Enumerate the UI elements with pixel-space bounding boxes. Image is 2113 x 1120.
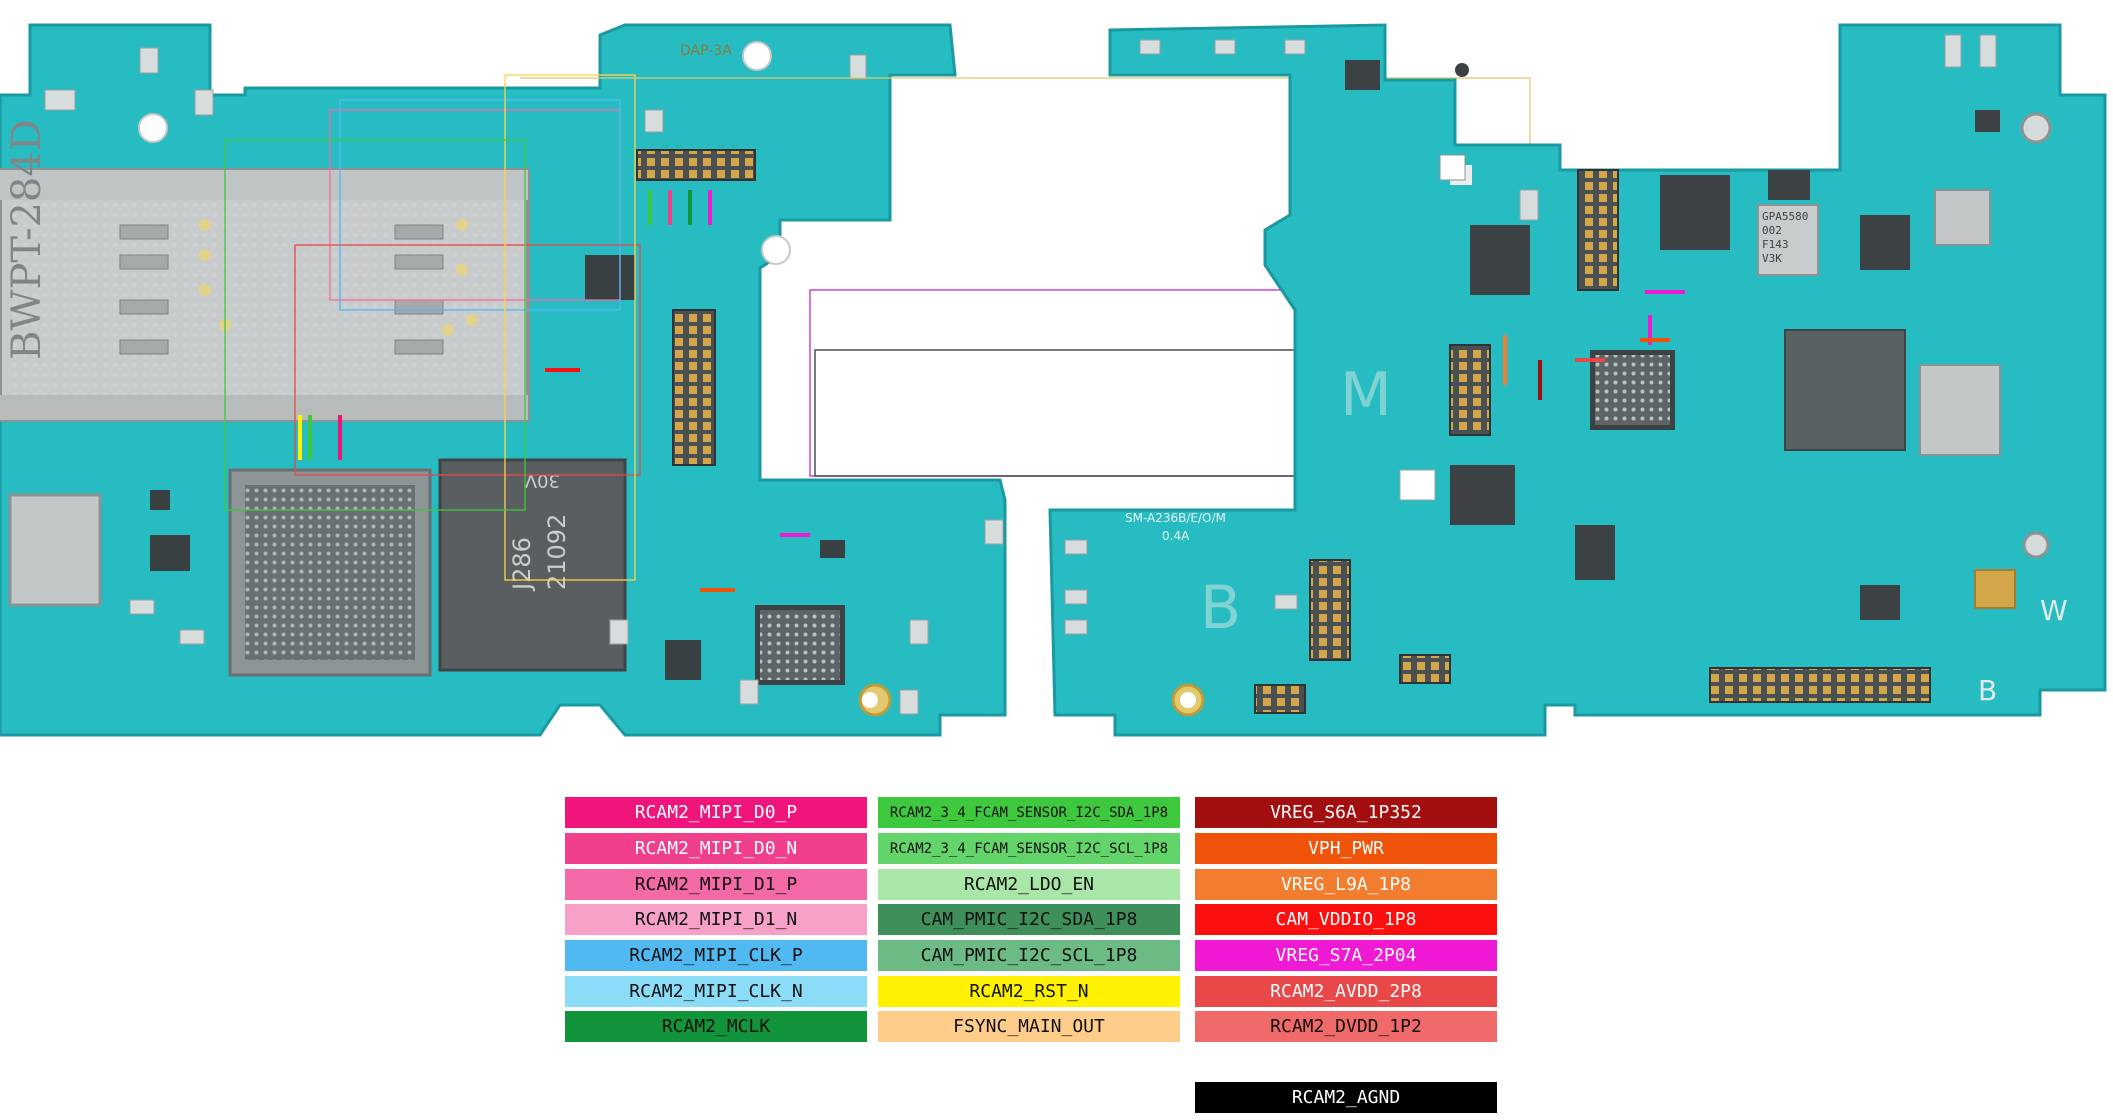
- qr-pad: [1974, 569, 2016, 609]
- board-connector: [1309, 559, 1351, 661]
- memory-chip-label: 21092: [543, 514, 571, 590]
- revision-label: 0.4A: [1162, 529, 1190, 543]
- legend-item: RCAM2_MCLK: [565, 1011, 867, 1042]
- silkscreen-letter: B: [1978, 674, 1997, 707]
- legend-item: CAM_PMIC_I2C_SDA_1P8: [878, 904, 1180, 935]
- gpa-chip-label: V3K: [1762, 252, 1782, 265]
- shield-can: [1919, 364, 2001, 456]
- silkscreen-letter: W: [2040, 594, 2068, 627]
- gpa-chip-label: 002: [1762, 224, 1782, 237]
- board-connector: [1399, 654, 1451, 684]
- legend-item: RCAM2_MIPI_D0_P: [565, 797, 867, 828]
- shield-can: [8, 493, 102, 607]
- mount-hole: [1180, 692, 1196, 708]
- gpa-chip: [1757, 204, 1819, 276]
- legend-item: RCAM2_AGND: [1195, 1082, 1497, 1113]
- right-board: M B W B SM-A236B/E/O/M 0.4A GPA5580 002 …: [1048, 23, 2107, 737]
- memory-chip-label: J286: [508, 537, 536, 592]
- legend-item: CAM_VDDIO_1P8: [1195, 904, 1497, 935]
- mount-hole: [761, 235, 791, 265]
- legend-item: RCAM2_AVDD_2P8: [1195, 976, 1497, 1007]
- legend-item: RCAM2_MIPI_D1_P: [565, 869, 867, 900]
- board-connector: [1709, 667, 1931, 703]
- board-connector: [636, 149, 756, 181]
- legend-item: RCAM2_MIPI_CLK_P: [565, 940, 867, 971]
- legend-item: RCAM2_3_4_FCAM_SENSOR_I2C_SCL_1P8: [878, 833, 1180, 864]
- board-connector: [1254, 684, 1306, 714]
- board-connector: [1577, 169, 1619, 291]
- mount-hole: [2022, 531, 2050, 559]
- silkscreen-letter: B: [1200, 573, 1241, 643]
- legend-item: RCAM2_LDO_EN: [878, 869, 1180, 900]
- legend-item: CAM_PMIC_I2C_SCL_1P8: [878, 940, 1180, 971]
- mount-hole: [1455, 63, 1469, 77]
- mount-hole: [2020, 112, 2052, 144]
- legend-item: VREG_S6A_1P352: [1195, 797, 1497, 828]
- legend-item: VPH_PWR: [1195, 833, 1497, 864]
- shield-can: [1934, 189, 1991, 246]
- mount-hole: [742, 41, 772, 71]
- memory-chip-label: 30V: [524, 470, 560, 491]
- gpa-chip-label: GPA5580: [1762, 210, 1808, 223]
- legend-item: VREG_L9A_1P8: [1195, 869, 1497, 900]
- sim-tray-label: BWPT-284D: [4, 119, 50, 360]
- legend-item: RCAM2_3_4_FCAM_SENSOR_I2C_SDA_1P8: [878, 797, 1180, 828]
- silkscreen-letter: M: [1340, 360, 1392, 430]
- legend-item: RCAM2_DVDD_1P2: [1195, 1011, 1497, 1042]
- right-board-outline: [1048, 23, 2107, 737]
- legend-item: VREG_S7A_2P04: [1195, 940, 1497, 971]
- legend-item: RCAM2_MIPI_D0_N: [565, 833, 867, 864]
- model-label: SM-A236B/E/O/M: [1125, 511, 1226, 525]
- left-board: BWPT-284D 30V 21092 J286 DAP-3A: [0, 23, 1541, 737]
- legend-item: RCAM2_MIPI_D1_N: [565, 904, 867, 935]
- board-connector: [672, 309, 716, 466]
- legend-item: RCAM2_MIPI_CLK_N: [565, 976, 867, 1007]
- gpa-chip-label: F143: [1762, 238, 1789, 251]
- qualcomm-pmic: [1784, 329, 1906, 451]
- flex-label: DAP-3A: [680, 43, 732, 59]
- mount-hole: [138, 113, 168, 143]
- legend-item: FSYNC_MAIN_OUT: [878, 1011, 1180, 1042]
- memory-chip: [438, 458, 627, 672]
- mount-hole: [862, 692, 878, 708]
- board-connector: [1449, 344, 1491, 436]
- legend-item: RCAM2_RST_N: [878, 976, 1180, 1007]
